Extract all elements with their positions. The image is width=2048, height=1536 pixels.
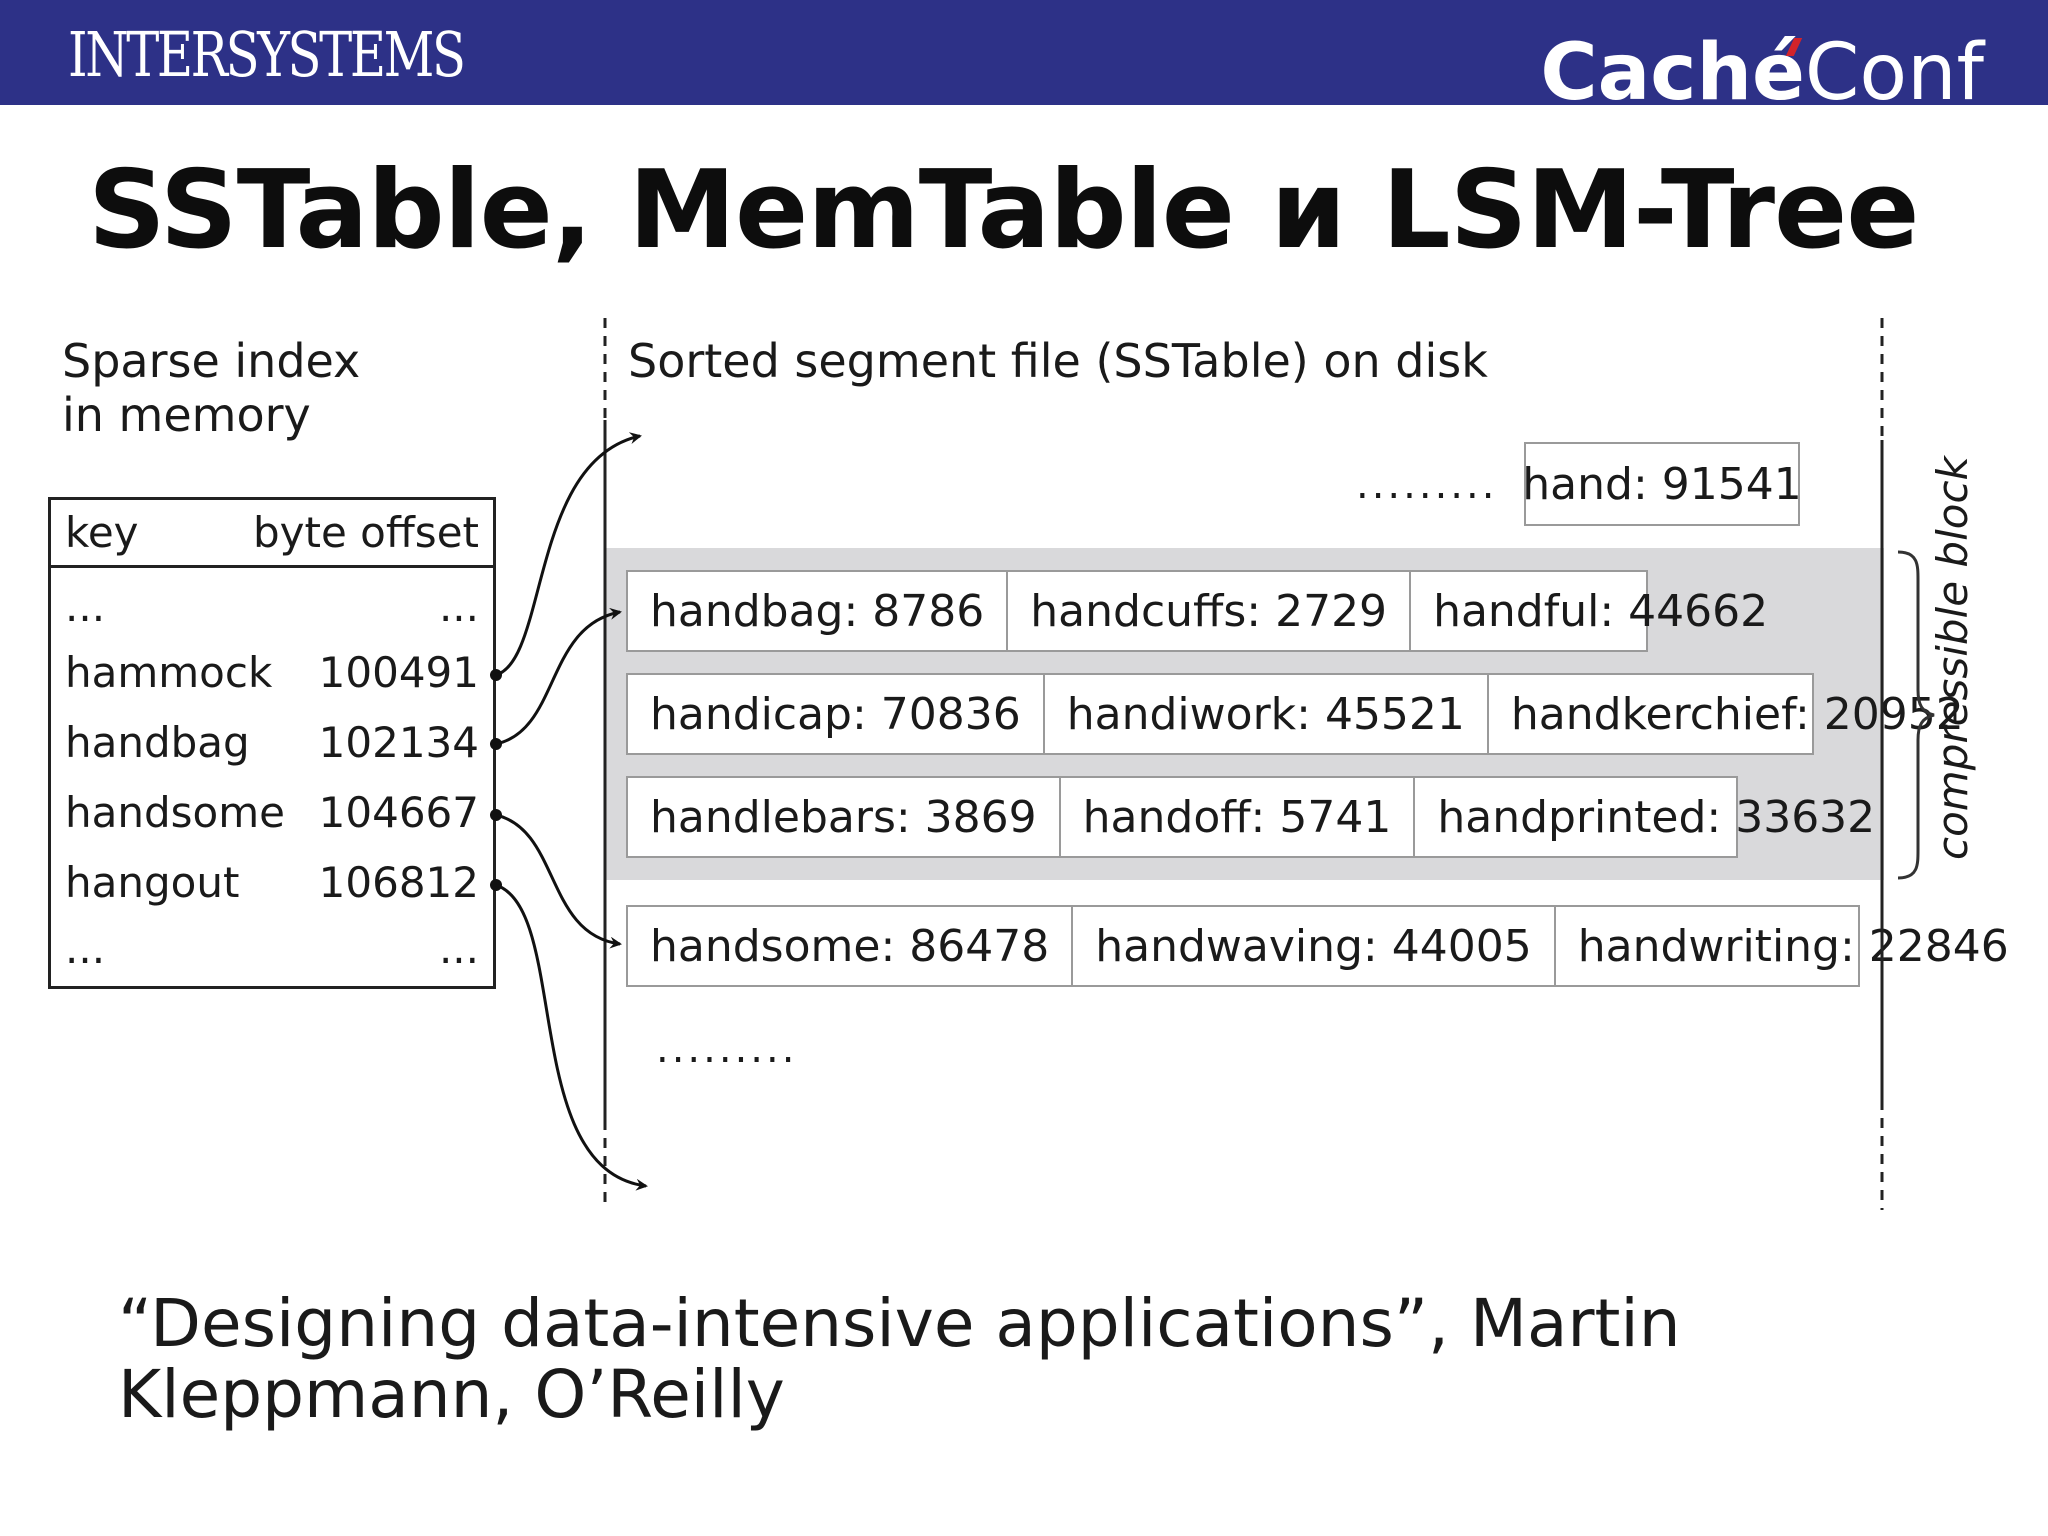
- segment-entry: handicap: 70836: [628, 675, 1045, 753]
- index-row-offset: ...: [438, 924, 479, 973]
- cacheconf-logo-regular: Conf: [1804, 28, 1984, 105]
- intersystems-logo: INTERSYSTEMS: [68, 18, 466, 91]
- segment-entry: handiwork: 45521: [1045, 675, 1489, 753]
- sparse-index-table: key byte offset ... ... hammock 100491 h…: [48, 497, 496, 989]
- segment-entry: handsome: 86478: [628, 907, 1074, 985]
- index-row-key: handbag: [65, 718, 250, 767]
- offset-arrow: [495, 432, 642, 677]
- index-row-key: hangout: [65, 858, 240, 907]
- index-row: hangout 106812: [51, 858, 493, 918]
- sparse-index-label: Sparse index in memory: [62, 334, 360, 443]
- index-row: ... ...: [51, 582, 493, 642]
- index-row: ... ...: [51, 924, 493, 984]
- segment-row: handsome: 86478 handwaving: 44005 handwr…: [626, 905, 2009, 987]
- segment-row: handlebars: 3869 handoff: 5741 handprint…: [626, 776, 1875, 858]
- index-row-offset: 104667: [318, 788, 479, 837]
- index-row-offset: 106812: [318, 858, 479, 907]
- cacheconf-logo: CachéConf: [1540, 34, 1984, 105]
- offset-arrow: [495, 813, 622, 949]
- index-header-offset: byte offset: [253, 508, 479, 557]
- segment-row: handbag: 8786 handcuffs: 2729 handful: 4…: [626, 570, 1768, 652]
- index-row: handbag 102134: [51, 718, 493, 778]
- segment-entry: handwriting: 22846: [1577, 920, 2009, 972]
- index-row-key: ...: [65, 582, 106, 631]
- slide-title: SSTable, MemTable и LSM-Tree: [88, 148, 1919, 273]
- segment-file-label: Sorted segment file (SSTable) on disk: [628, 334, 1488, 388]
- segment-entry: handlebars: 3869: [628, 778, 1061, 856]
- segment-entry: handkerchief: 20952: [1510, 688, 1964, 740]
- compressible-block-brace: [1897, 550, 1935, 880]
- sparse-index-label-line2: in memory: [62, 388, 311, 443]
- segment-row: handicap: 70836 handiwork: 45521 handker…: [626, 673, 1964, 755]
- index-row-key: hammock: [65, 648, 273, 697]
- offset-arrow: [495, 883, 648, 1191]
- index-row-key: ...: [65, 924, 106, 973]
- segment-entry: hand: 91541: [1522, 442, 1802, 526]
- segment-entry: handprinted: 33632: [1437, 791, 1876, 843]
- index-row-offset: 102134: [318, 718, 479, 767]
- top-ellipsis: .........: [1356, 462, 1498, 508]
- segment-entry: handoff: 5741: [1061, 778, 1416, 856]
- bottom-ellipsis: .........: [656, 1026, 798, 1072]
- index-row-key: handsome: [65, 788, 285, 837]
- index-row-offset: 100491: [318, 648, 479, 697]
- index-row: hammock 100491: [51, 648, 493, 708]
- citation: “Designing data-intensive applications”,…: [118, 1285, 1681, 1434]
- index-row: handsome 104667: [51, 788, 493, 848]
- index-row-offset: ...: [438, 582, 479, 631]
- offset-arrow: [495, 607, 622, 746]
- index-header: key byte offset: [51, 500, 493, 568]
- segment-entry: handcuffs: 2729: [1008, 572, 1412, 650]
- index-header-key: key: [65, 508, 139, 557]
- segment-entry: handful: 44662: [1433, 585, 1769, 637]
- header-bar: INTERSYSTEMS CachéConf: [0, 0, 2048, 105]
- segment-entry: handbag: 8786: [628, 572, 1009, 650]
- segment-entry: handwaving: 44005: [1073, 907, 1556, 985]
- sparse-index-label-line1: Sparse index: [62, 334, 361, 388]
- cacheconf-logo-bold: Caché: [1540, 28, 1805, 105]
